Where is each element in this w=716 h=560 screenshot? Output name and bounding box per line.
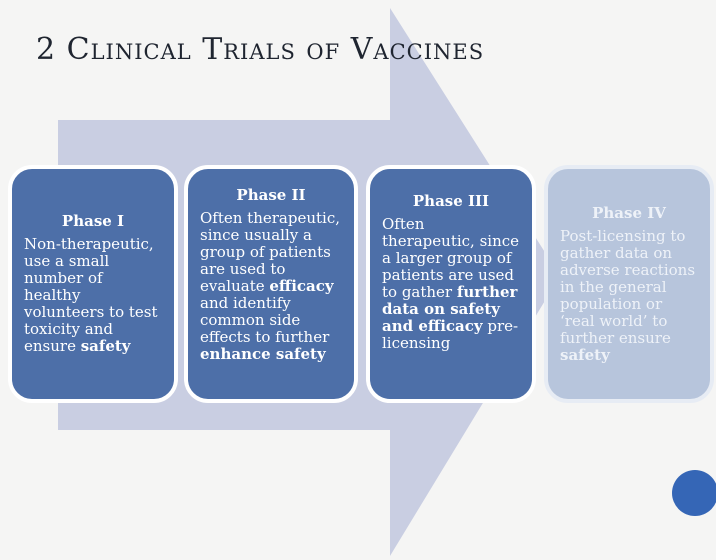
phase-3-box: Phase III Often therapeutic, since a lar…: [366, 165, 536, 403]
phase-text: Often therapeutic, since a larger group …: [382, 215, 520, 301]
phase-description: Post-licensing to gather data on adverse…: [560, 228, 698, 364]
phase-heading: Phase IV: [592, 204, 666, 222]
phase-heading: Phase III: [412, 192, 490, 210]
title-word: Vaccines: [350, 32, 485, 67]
phase-2-box: Phase II Often therapeutic, since usuall…: [184, 165, 358, 403]
title-word: of: [306, 32, 341, 67]
phase-1-box: Phase I Non-therapeutic, use a small num…: [8, 165, 178, 403]
phase-text-emphasis: safety: [80, 337, 131, 355]
page-title: 2 Clinical Trials of Vaccines: [36, 32, 484, 67]
phase-text-emphasis: safety: [560, 346, 610, 364]
phase-text: Often therapeutic, since usually a group…: [200, 209, 340, 295]
title-word: Clinical: [66, 32, 192, 67]
title-word: Trials: [202, 32, 296, 67]
phase-text: Non-therapeutic, use a small number of h…: [24, 235, 158, 355]
phase-text: and identify common side effects to furt…: [200, 294, 330, 346]
phase-description: Often therapeutic, since usually a group…: [200, 210, 342, 363]
phase-description: Often therapeutic, since a larger group …: [382, 216, 520, 352]
phase-text-emphasis: enhance safety: [200, 345, 326, 363]
phase-description: Non-therapeutic, use a small number of h…: [24, 236, 162, 355]
phase-heading: Phase II: [236, 186, 306, 204]
phase-text-emphasis: further data on safety and efficacy: [382, 283, 518, 335]
phase-heading: Phase I: [61, 212, 125, 230]
title-number: 2: [36, 32, 57, 67]
phase-4-box: Phase IV Post-licensing to gather data o…: [544, 165, 714, 403]
phase-text-emphasis: efficacy: [269, 277, 334, 295]
decorative-circle: [672, 470, 716, 516]
phase-text: Post-licensing to gather data on adverse…: [560, 227, 696, 347]
phase-text: pre-licensing: [382, 317, 519, 352]
